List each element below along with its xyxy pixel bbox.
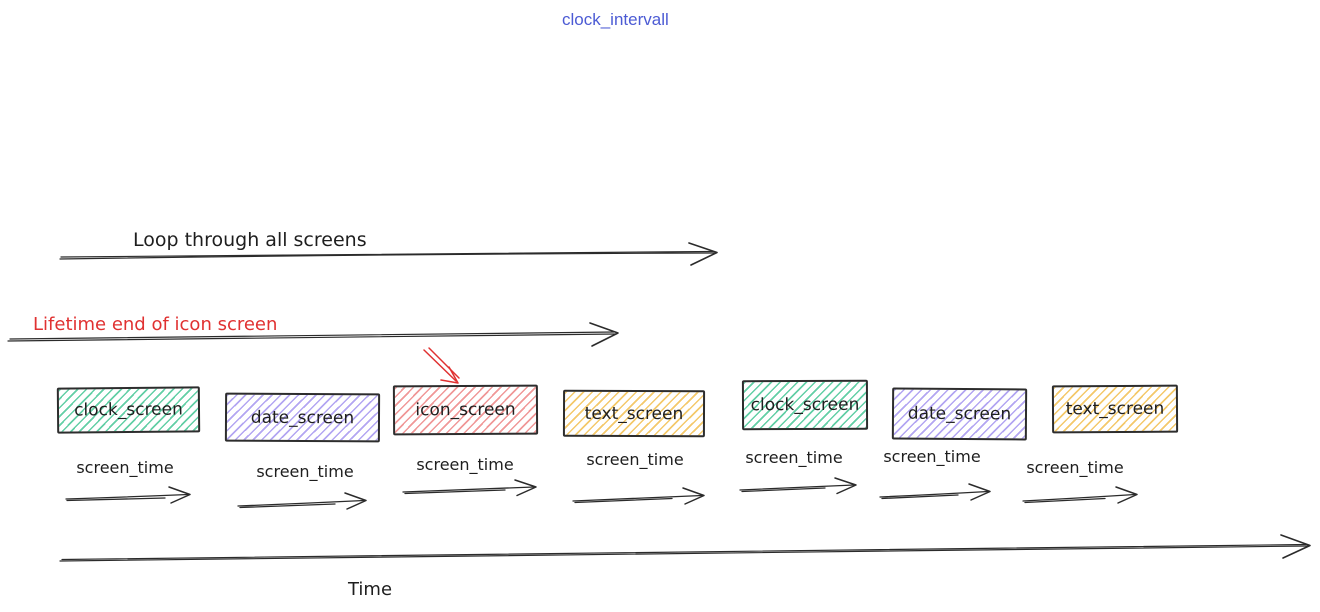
loop-arrow-head — [688, 242, 718, 266]
screen-time-label-1: screen_time — [76, 458, 174, 477]
box-label: text_screen — [1065, 398, 1165, 420]
box-label: icon_screen — [415, 399, 516, 421]
box-label: date_screen — [250, 407, 355, 428]
screen-time-arrow-1 — [65, 486, 191, 504]
screen-time-label-4: screen_time — [586, 450, 684, 469]
time-axis-arrow — [59, 534, 1311, 562]
screen-box-text-2: text_screen — [1051, 384, 1179, 434]
screen-time-arrow-6 — [879, 483, 991, 501]
box-label: clock_screen — [74, 399, 183, 421]
screen-box-date-2: date_screen — [891, 387, 1028, 441]
screen-box-icon: icon_screen — [392, 384, 539, 436]
screen-box-text-1: text_screen — [562, 389, 706, 438]
screen-time-label-3: screen_time — [416, 455, 514, 474]
diagram-title: clock_intervall — [562, 10, 669, 29]
screen-time-arrow-4 — [572, 487, 705, 505]
box-label: clock_screen — [750, 394, 860, 416]
screen-box-clock-1: clock_screen — [56, 386, 201, 434]
loop-arrow-label: Loop through all screens — [133, 229, 367, 251]
red-pointer-arrow — [423, 347, 460, 384]
lifetime-arrow-label: Lifetime end of icon screen — [33, 314, 278, 335]
box-label: date_screen — [907, 403, 1012, 425]
screen-time-label-6: screen_time — [883, 447, 981, 466]
box-label: text_screen — [584, 403, 684, 424]
screen-time-label-7: screen_time — [1026, 458, 1124, 477]
screen-time-label-2: screen_time — [256, 462, 354, 481]
screen-box-clock-2: clock_screen — [741, 379, 869, 431]
screen-time-label-5: screen_time — [745, 448, 843, 467]
loop-arrow — [59, 242, 718, 266]
lifetime-arrow — [7, 322, 619, 347]
time-axis-head — [1280, 534, 1311, 559]
lifetime-arrow-head — [589, 322, 619, 347]
screen-box-date-1: date_screen — [224, 392, 381, 443]
screen-time-arrow-5 — [739, 477, 857, 495]
time-axis-label: Time — [347, 579, 393, 600]
screen-time-arrow-2 — [237, 492, 367, 510]
screen-time-arrow-3 — [402, 479, 537, 497]
red-pointer-head — [440, 366, 459, 384]
screen-time-arrow-7 — [1022, 486, 1138, 504]
